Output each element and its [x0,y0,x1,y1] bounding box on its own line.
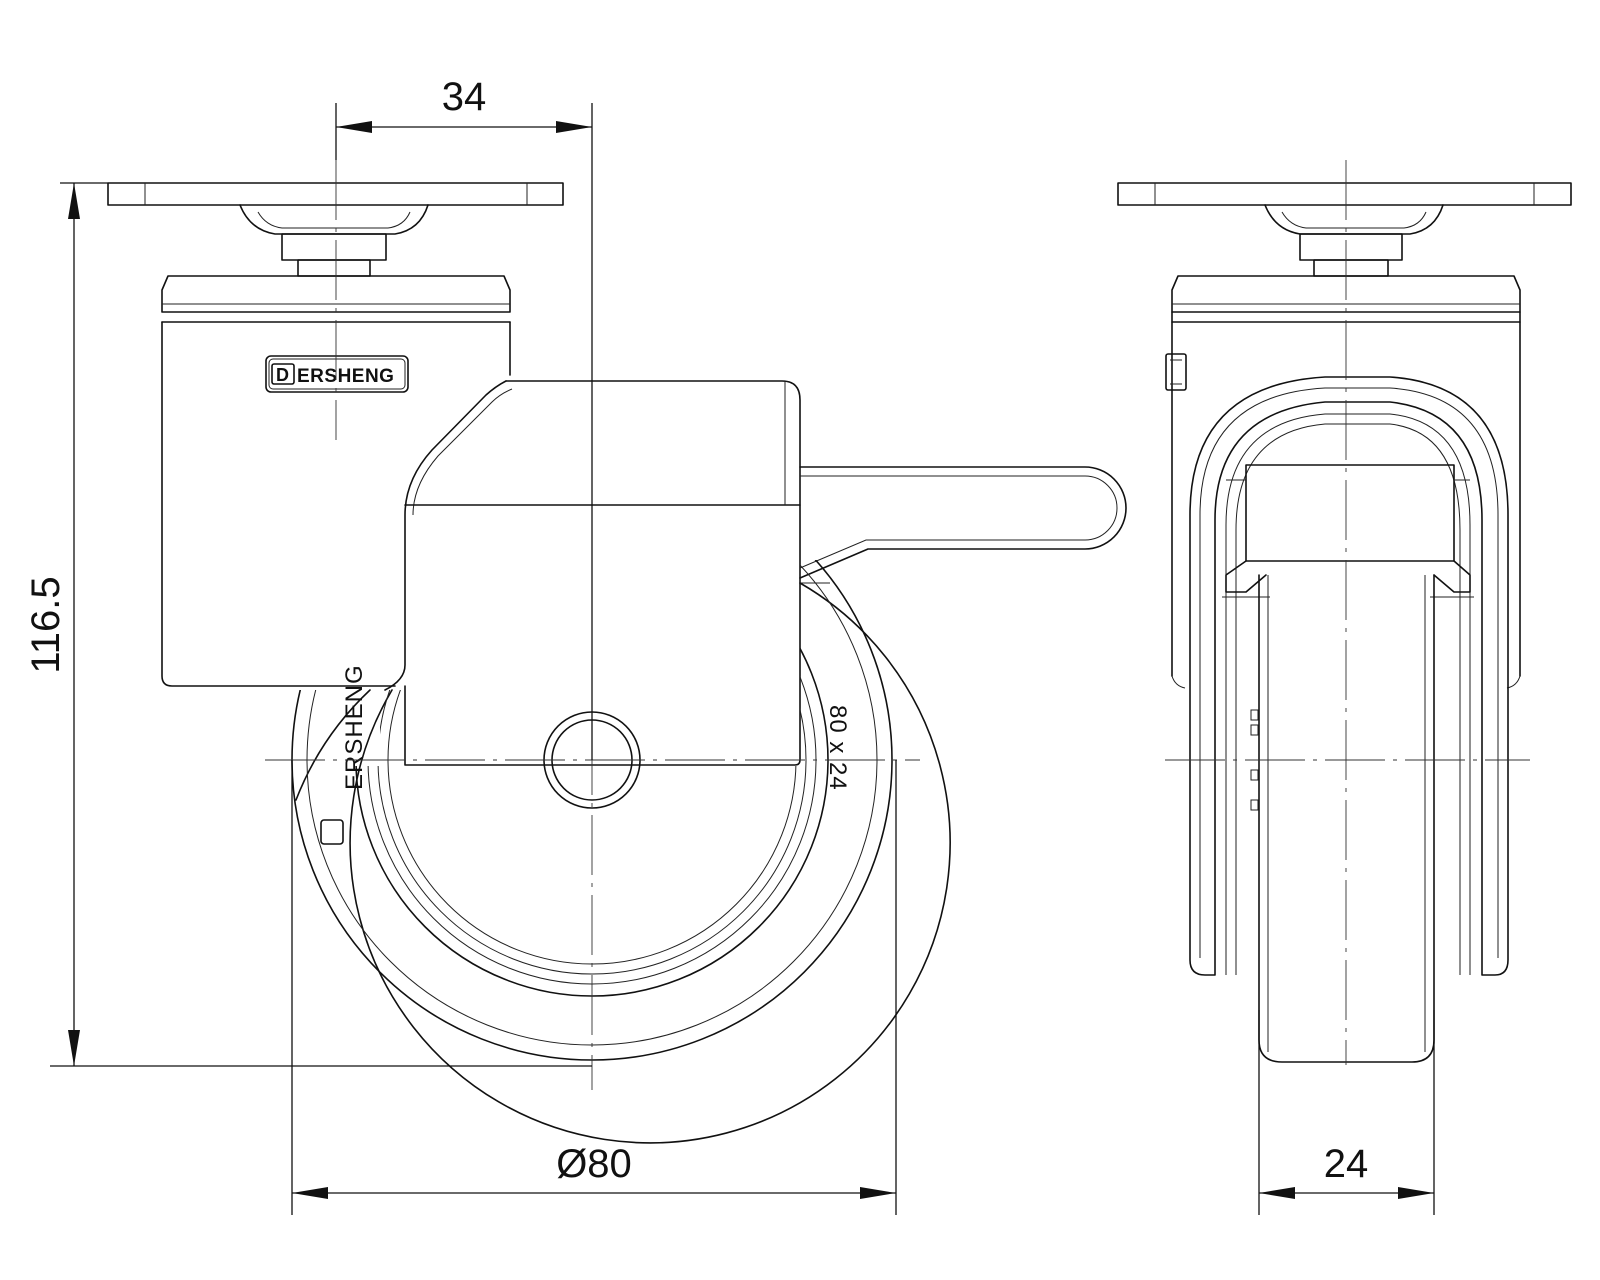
brand-plate: D ERSHENG [265,355,409,393]
brand-plate-text: ERSHENG [297,366,394,387]
front-wheel [1250,574,1435,1063]
dimension-height-label: 116.5 [24,576,68,673]
side-view: D ERSHENG [107,160,1127,1144]
top-plate [107,182,564,277]
dimension-height: 116.5 [24,182,592,1067]
brand-logo-letter: D [276,365,289,385]
tire-size-marking: 80 x 24 [824,705,851,791]
front-top-plate [1117,182,1572,277]
front-center-lines [1165,160,1530,1065]
dimension-offset-label: 34 [442,75,487,119]
tire-brand-text: ERSHENG [341,664,368,790]
brake-lever [799,466,1127,584]
dimension-offset: 34 [335,75,593,760]
tire-branding: ERSHENG 80 x 24 [320,664,851,845]
side-wheel [291,560,951,1144]
dimension-width-label: 24 [1324,1142,1369,1186]
dimension-wheel-width: 24 [1258,1010,1435,1215]
front-fork [1189,376,1509,976]
dimension-diameter-label: Ø80 [556,1142,632,1186]
front-view [1117,160,1572,1065]
dimension-wheel-diameter: Ø80 [291,760,897,1215]
